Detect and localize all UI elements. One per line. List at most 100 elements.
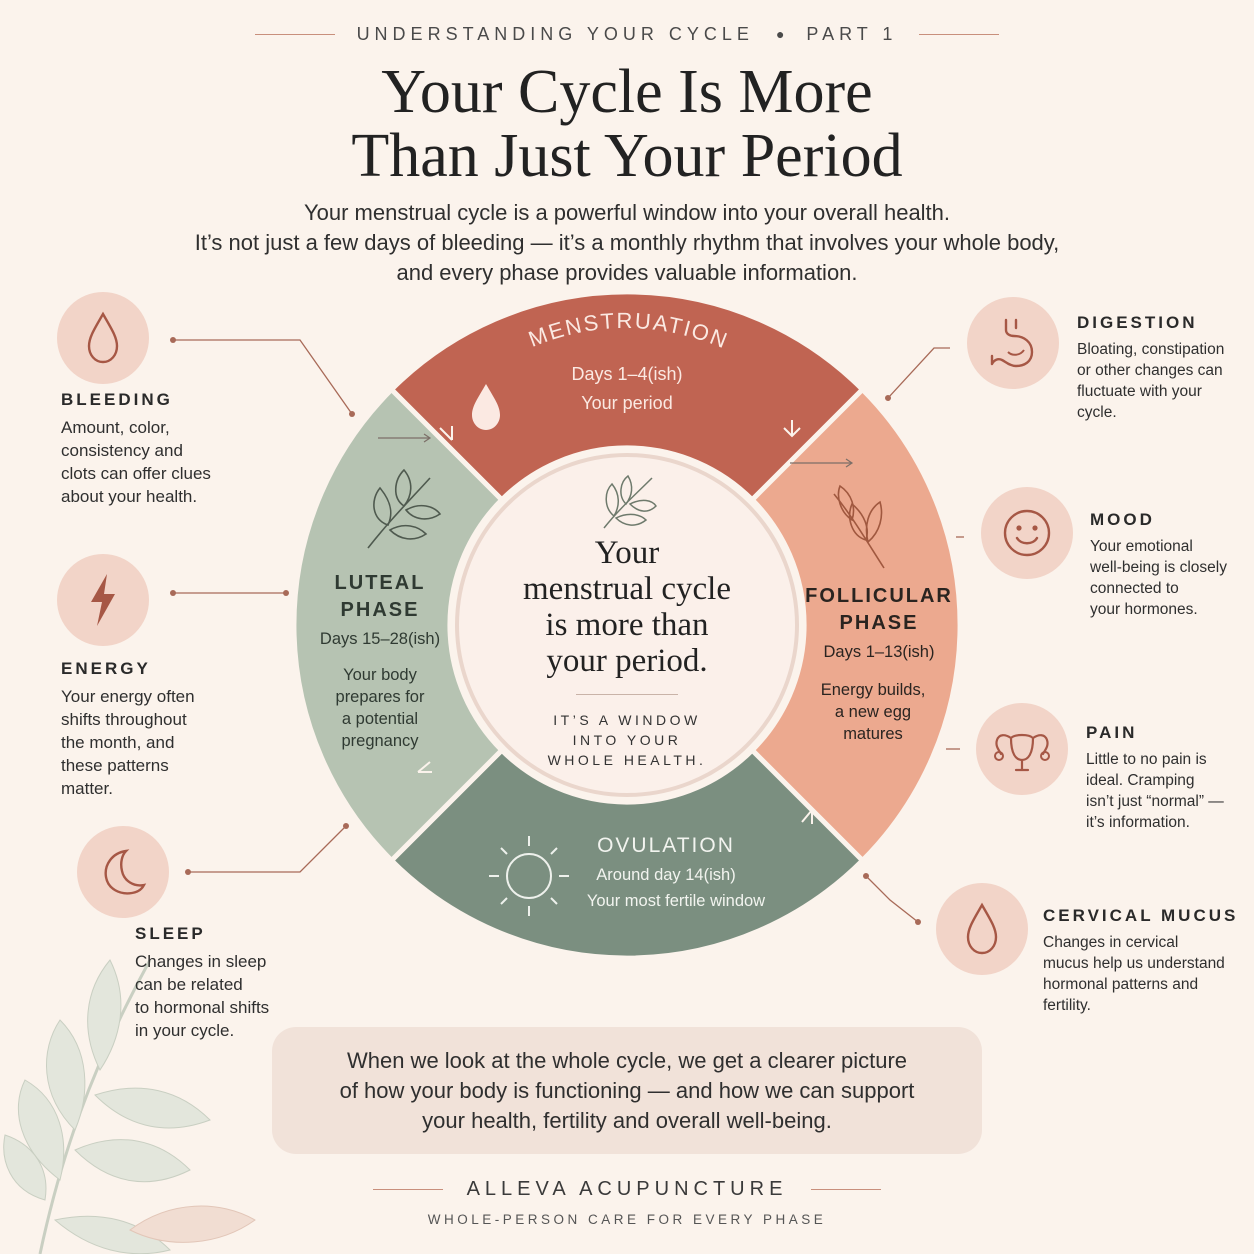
sleep-line-4: in your cycle. [135, 1021, 235, 1040]
kicker-line-left [254, 33, 335, 35]
luteal-desc-2: prepares for [335, 688, 425, 706]
mood-line-1: Your emotional [1090, 538, 1193, 555]
sign-digestion: DIGESTION Bloating, constipation or othe… [1077, 313, 1252, 423]
center-line-1: Your [594, 535, 660, 571]
energy-line-1: Your energy often [61, 687, 195, 706]
brand-tagline: WHOLE-PERSON CARE FOR EVERY PHASE [427, 1212, 827, 1227]
intro-line-3: and every phase provides valuable inform… [396, 260, 858, 285]
summary-box: When we look at the whole cycle, we get … [272, 1027, 982, 1154]
ovulation-desc: Your most fertile window [586, 892, 766, 910]
sign-mood: MOOD Your emotional well-being is closel… [1090, 510, 1250, 620]
luteal-leaf-icon [367, 468, 442, 549]
sleep-line-2: can be related [135, 975, 243, 994]
mood-line-3: connected to [1090, 580, 1179, 597]
brand-line-left [372, 1188, 443, 1190]
luteal-desc-1: Your body [343, 666, 417, 684]
sleep-text: Changes in sleep can be related to hormo… [135, 950, 335, 1042]
mucus-line-2: mucus help us understand [1043, 955, 1225, 972]
mood-icon-badge [981, 487, 1073, 579]
center-note-2: INTO YOUR [572, 732, 682, 748]
bleeding-title: BLEEDING [61, 390, 173, 409]
follicular-desc-3: matures [843, 725, 903, 743]
menstruation-days: Days 1–4(ish) [571, 364, 683, 384]
pain-line-4: it’s information. [1086, 814, 1190, 831]
segment-ovulation [387, 746, 867, 961]
kicker-part: PART 1 [806, 23, 898, 44]
summary-line-2: of how your body is functioning — and ho… [339, 1077, 915, 1103]
bleeding-line-4: about your health. [61, 487, 198, 506]
mucus-line-4: fertility. [1043, 997, 1091, 1014]
digestion-line-4: cycle. [1077, 404, 1117, 421]
ovulation-title: OVULATION [597, 834, 735, 857]
segment-follicular [748, 385, 963, 865]
drop-icon [966, 902, 998, 955]
moon-icon [104, 849, 147, 895]
bleeding-line-2: consistency and [61, 441, 183, 460]
pain-icon-badge [976, 703, 1068, 795]
sleep-line-3: to hormonal shifts [135, 998, 270, 1017]
pain-line-3: isn’t just “normal” — [1086, 793, 1224, 810]
center-note-3: WHOLE HEALTH. [547, 752, 707, 768]
kicker-row: UNDERSTANDING YOUR CYCLE ● PART 1 [0, 20, 1254, 48]
intro-line-2: It’s not just a few days of bleeding — i… [194, 230, 1060, 255]
bleeding-text: Amount, color, consistency and clots can… [61, 416, 301, 508]
energy-line-4: these patterns [61, 756, 169, 775]
title-line-2: Than Just Your Period [351, 122, 903, 190]
segment-luteal [291, 385, 506, 865]
follicular-days: Days 1–13(ish) [823, 643, 935, 661]
mucus-icon-badge [936, 883, 1028, 975]
luteal-days: Days 15–28(ish) [319, 630, 441, 648]
sign-sleep: SLEEP Changes in sleep can be related to… [135, 924, 335, 1042]
follicular-leaf-icon [833, 484, 885, 569]
decorative-leaves [3, 959, 256, 1254]
summary-line-1: When we look at the whole cycle, we get … [346, 1047, 908, 1073]
luteal-desc-4: pregnancy [341, 732, 419, 750]
ovulation-sun-icon [489, 836, 569, 916]
mood-line-2: well-being is closely [1090, 559, 1227, 576]
pain-line-2: ideal. Cramping [1086, 772, 1195, 789]
digestion-icon-badge [967, 297, 1059, 389]
stomach-icon [990, 318, 1034, 368]
digestion-line-2: or other changes can [1077, 362, 1223, 379]
mucus-line-3: hormonal patterns and [1043, 976, 1199, 993]
sign-energy: ENERGY Your energy often shifts througho… [61, 659, 281, 800]
smiley-icon [1003, 509, 1051, 557]
kicker-separator: ● [775, 26, 785, 42]
pain-text: Little to no pain is ideal. Cramping isn… [1086, 749, 1254, 833]
follicular-title-1: FOLLICULAR [805, 585, 953, 607]
ovulation-label: OVULATION Around day 14(ish) Your most f… [566, 834, 766, 912]
bleeding-line-1: Amount, color, [61, 418, 170, 437]
mucus-title: CERVICAL MUCUS [1043, 906, 1239, 925]
luteal-title-1: LUTEAL [334, 572, 426, 594]
energy-line-5: matter. [61, 779, 113, 798]
mucus-line-1: Changes in cervical [1043, 934, 1179, 951]
luteal-title-2: PHASE [340, 599, 420, 621]
sign-bleeding: BLEEDING Amount, color, consistency and … [61, 390, 301, 508]
kicker-text: UNDERSTANDING YOUR CYCLE [356, 23, 754, 44]
luteal-desc-3: a potential [341, 710, 419, 728]
energy-line-3: the month, and [61, 733, 175, 752]
intro-text: Your menstrual cycle is a powerful windo… [0, 198, 1254, 288]
digestion-title: DIGESTION [1077, 313, 1198, 332]
follicular-title-2: PHASE [839, 612, 919, 634]
mucus-text: Changes in cervical mucus help us unders… [1043, 932, 1251, 1016]
brand-line-right [811, 1188, 882, 1190]
follicular-desc-1: Energy builds, [820, 681, 926, 699]
bleeding-icon-badge [57, 292, 149, 384]
center-line-2: menstrual cycle [523, 571, 731, 607]
summary-text: When we look at the whole cycle, we get … [307, 1046, 947, 1136]
center-leaf-icon [603, 474, 657, 529]
follicular-label: FOLLICULAR PHASE Days 1–13(ish) Energy b… [804, 585, 954, 745]
luteal-desc: Your body prepares for a potential pregn… [310, 664, 450, 752]
digestion-line-1: Bloating, constipation [1077, 341, 1225, 358]
sleep-icon-badge [77, 826, 169, 918]
follicular-desc-2: a new egg [834, 703, 912, 721]
digestion-line-3: fluctuate with your [1077, 383, 1202, 400]
pain-line-1: Little to no pain is [1086, 751, 1207, 768]
digestion-text: Bloating, constipation or other changes … [1077, 339, 1252, 423]
mood-line-4: your hormones. [1090, 601, 1198, 618]
energy-line-2: shifts throughout [61, 710, 187, 729]
intro-line-1: Your menstrual cycle is a powerful windo… [303, 200, 951, 225]
brand-row: ALLEVA ACUPUNCTURE [0, 1176, 1254, 1202]
